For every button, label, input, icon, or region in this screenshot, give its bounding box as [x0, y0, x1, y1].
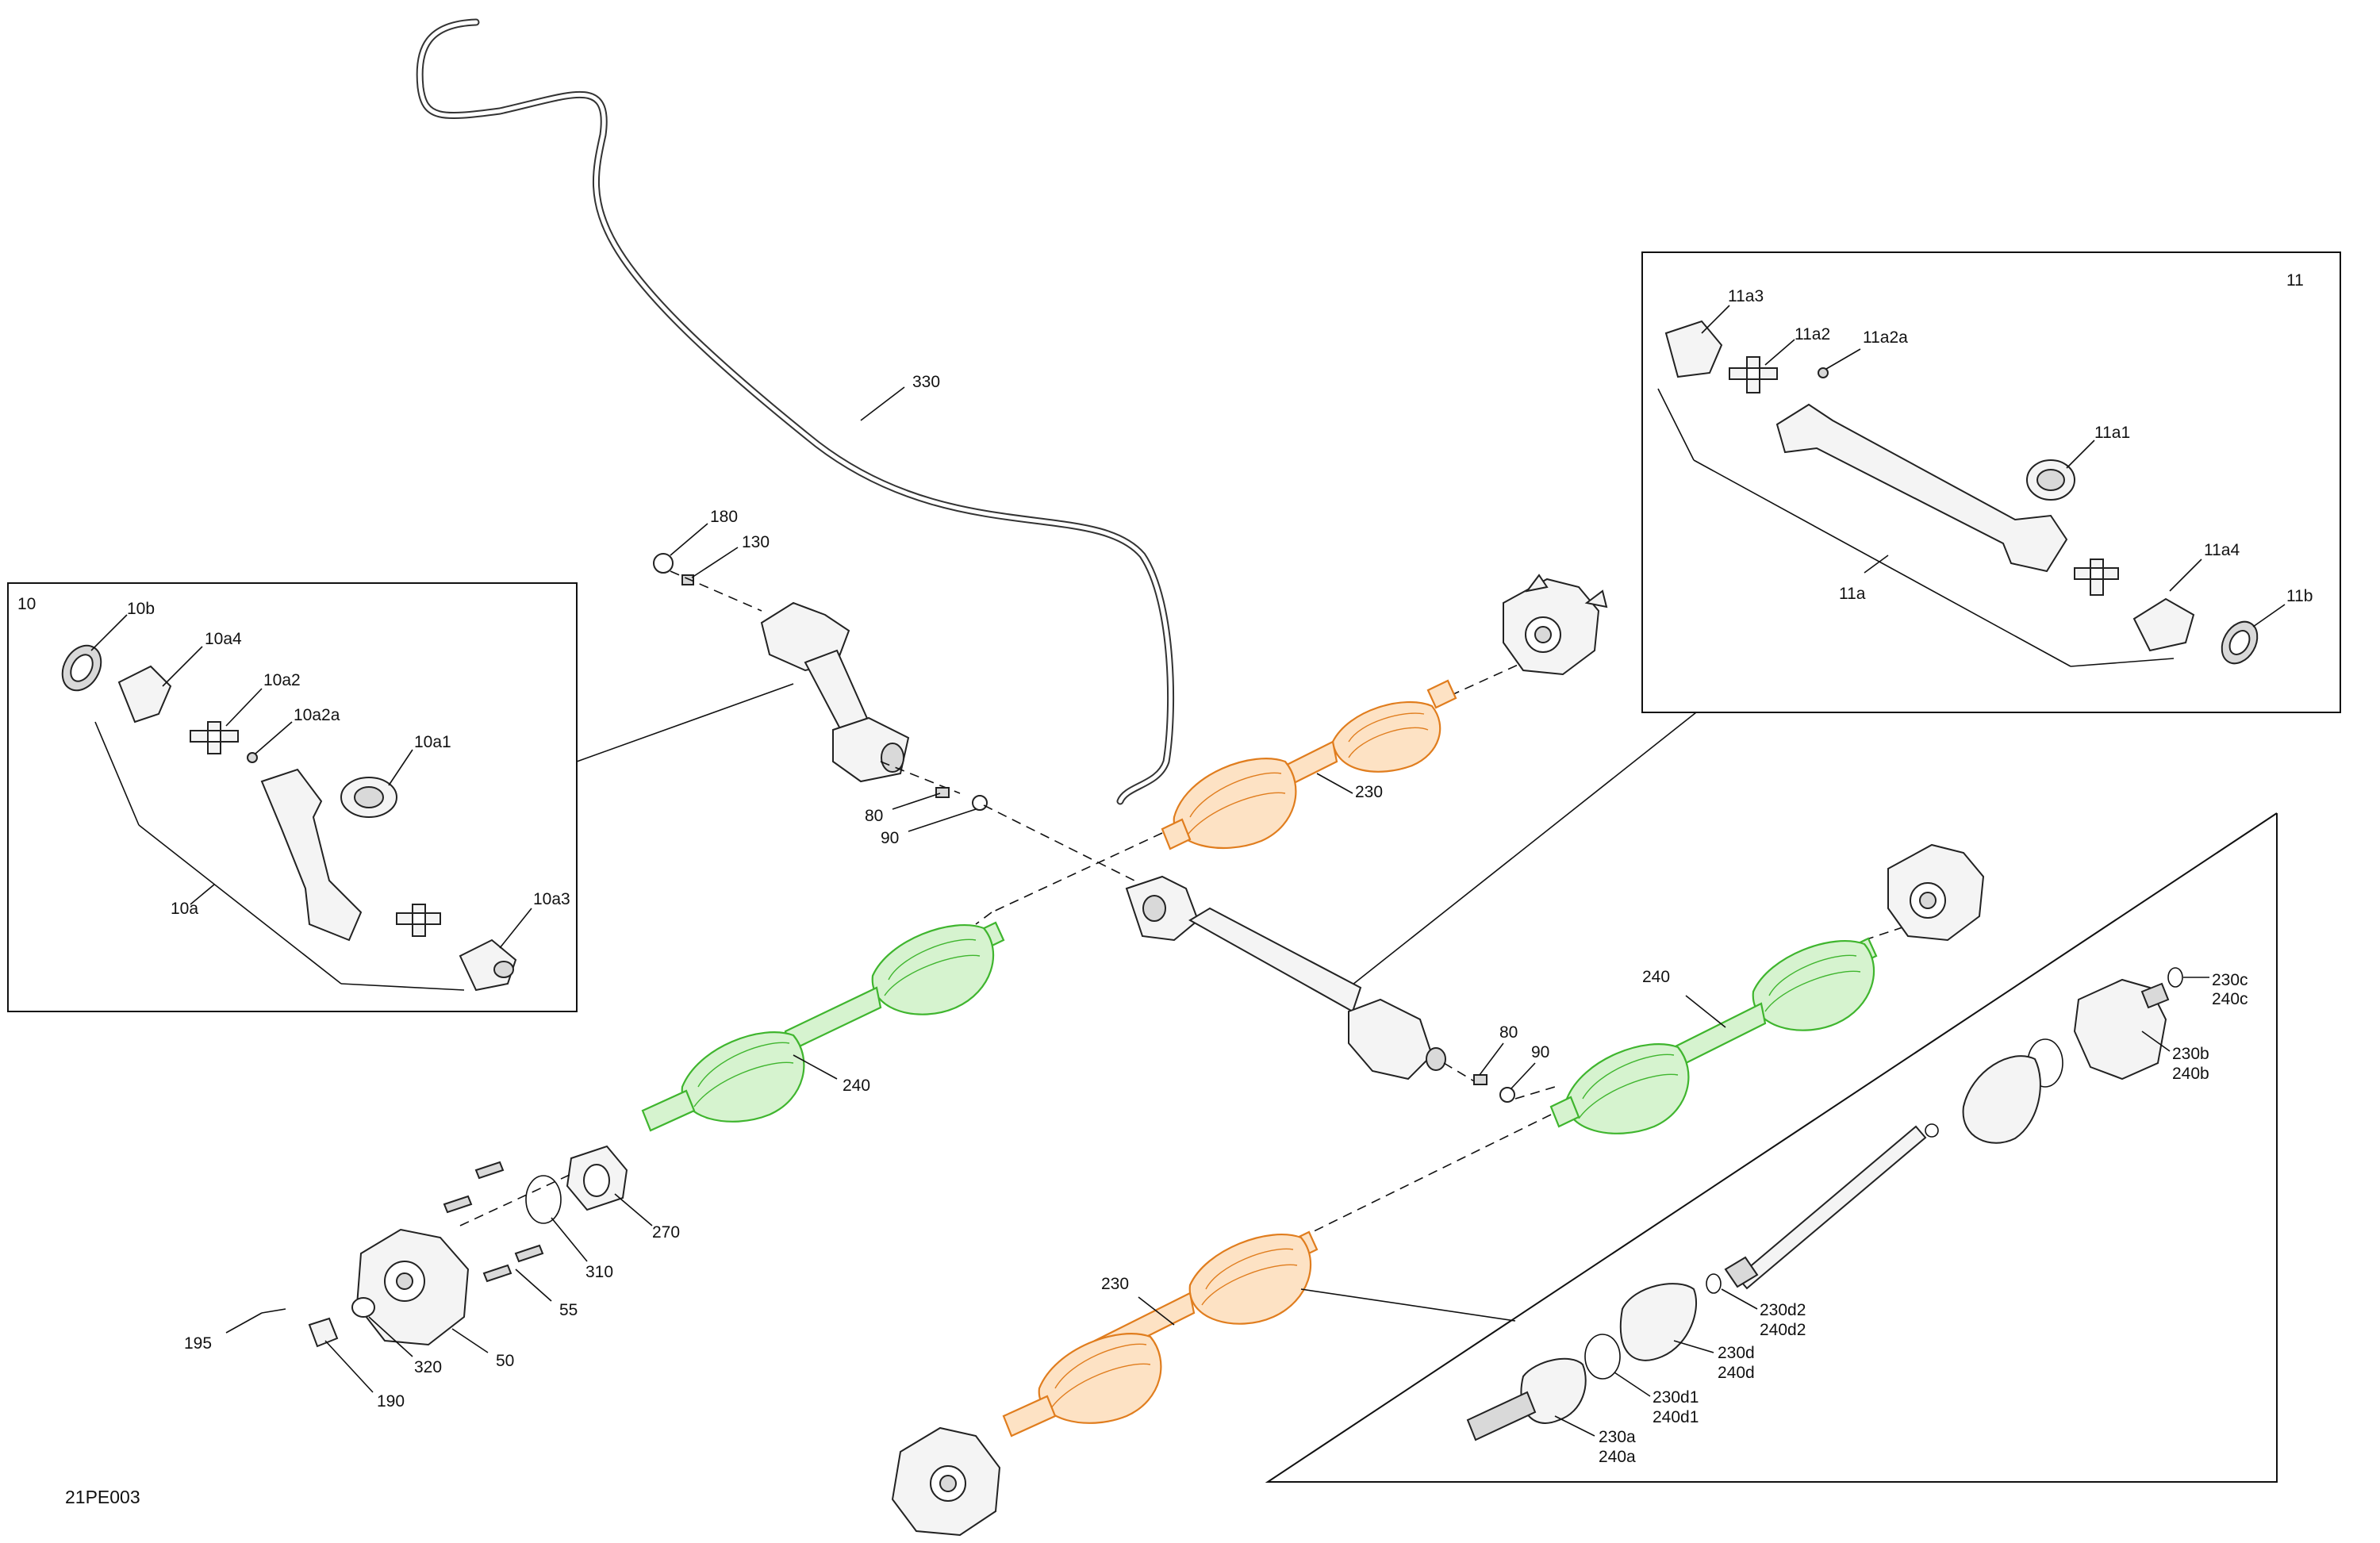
label-230a: 230a	[1599, 1428, 1636, 1446]
callout-195: 195	[184, 1334, 212, 1353]
label-11b: 11b	[2286, 587, 2313, 605]
label-11a: 11a	[1839, 585, 1866, 603]
label-11a2a: 11a2a	[1863, 328, 1908, 347]
label-230d: 230d	[1718, 1344, 1755, 1362]
label-10a2a: 10a2a	[294, 706, 340, 724]
hub-upper-right	[1503, 574, 1608, 676]
callout-270: 270	[652, 1223, 680, 1242]
label-230d1: 230d1	[1653, 1388, 1699, 1407]
callout-90-lower: 90	[1531, 1043, 1549, 1061]
diagram-code: 21PE003	[65, 1487, 140, 1507]
hub-assembly-left: 270 310 55 50 320 190 195	[184, 1145, 680, 1411]
label-240d2: 240d2	[1760, 1321, 1806, 1339]
drive-shaft-230-lower: 230	[1002, 1230, 1516, 1437]
callout-320: 320	[414, 1358, 442, 1376]
label-230b: 230b	[2172, 1045, 2209, 1063]
label-10b: 10b	[127, 600, 155, 618]
box10-title: 10	[17, 595, 36, 613]
callout-330: 330	[912, 373, 940, 391]
label-230d2: 230d2	[1760, 1301, 1806, 1319]
drive-shaft-230-upper: 230	[991, 662, 1524, 913]
callout-90-upper: 90	[881, 829, 899, 847]
callout-240-right: 240	[1642, 968, 1670, 986]
label-240d: 240d	[1718, 1364, 1755, 1382]
hub-bottom	[891, 1426, 1001, 1537]
upper-propshaft: 180 130 80 90	[653, 508, 1135, 881]
callout-180: 180	[710, 508, 738, 526]
label-10a1: 10a1	[414, 733, 451, 751]
box11-title: 11	[2286, 271, 2304, 290]
callout-230-lower: 230	[1101, 1275, 1129, 1293]
label-240c: 240c	[2212, 990, 2248, 1008]
callout-230-upper: 230	[1355, 783, 1383, 801]
detail-shaft-breakdown: 230c 240c 230b 240b 230d2 240d2 230d 240…	[1265, 812, 2278, 1483]
drive-shaft-240-left: 240	[641, 912, 1005, 1132]
label-11a2: 11a2	[1795, 325, 1830, 344]
label-11a4: 11a4	[2204, 541, 2240, 559]
callout-310: 310	[585, 1263, 613, 1281]
label-11a3: 11a3	[1728, 287, 1764, 305]
label-240b: 240b	[2172, 1065, 2209, 1083]
brake-line-330	[416, 18, 1175, 805]
callout-80-lower: 80	[1499, 1023, 1518, 1042]
callout-50: 50	[496, 1352, 514, 1370]
detail-box-10: 10 10b 10a4 10a2 10a2a 10a1 10a	[7, 582, 578, 1012]
callout-240-left: 240	[843, 1077, 870, 1095]
label-10a3: 10a3	[533, 890, 570, 908]
callout-190: 190	[377, 1392, 405, 1411]
callout-55: 55	[559, 1301, 578, 1319]
label-10a2: 10a2	[263, 671, 301, 689]
detail-box-11: 11 11a3 11a2 11a2a 11a 11a1 11a4 11b	[1641, 251, 2341, 713]
lower-propshaft: 80 90	[1125, 875, 1556, 1103]
label-230c: 230c	[2212, 971, 2248, 989]
callout-80-upper: 80	[865, 807, 883, 825]
label-11a1: 11a1	[2094, 424, 2130, 442]
label-10a4: 10a4	[205, 630, 242, 648]
drive-shaft-240-right: 240	[1300, 923, 1913, 1238]
label-10a: 10a	[171, 900, 198, 918]
label-240a: 240a	[1599, 1448, 1636, 1466]
callout-130: 130	[742, 533, 770, 551]
label-240d1: 240d1	[1653, 1408, 1699, 1426]
hub-upper-right-2	[1887, 843, 1985, 942]
